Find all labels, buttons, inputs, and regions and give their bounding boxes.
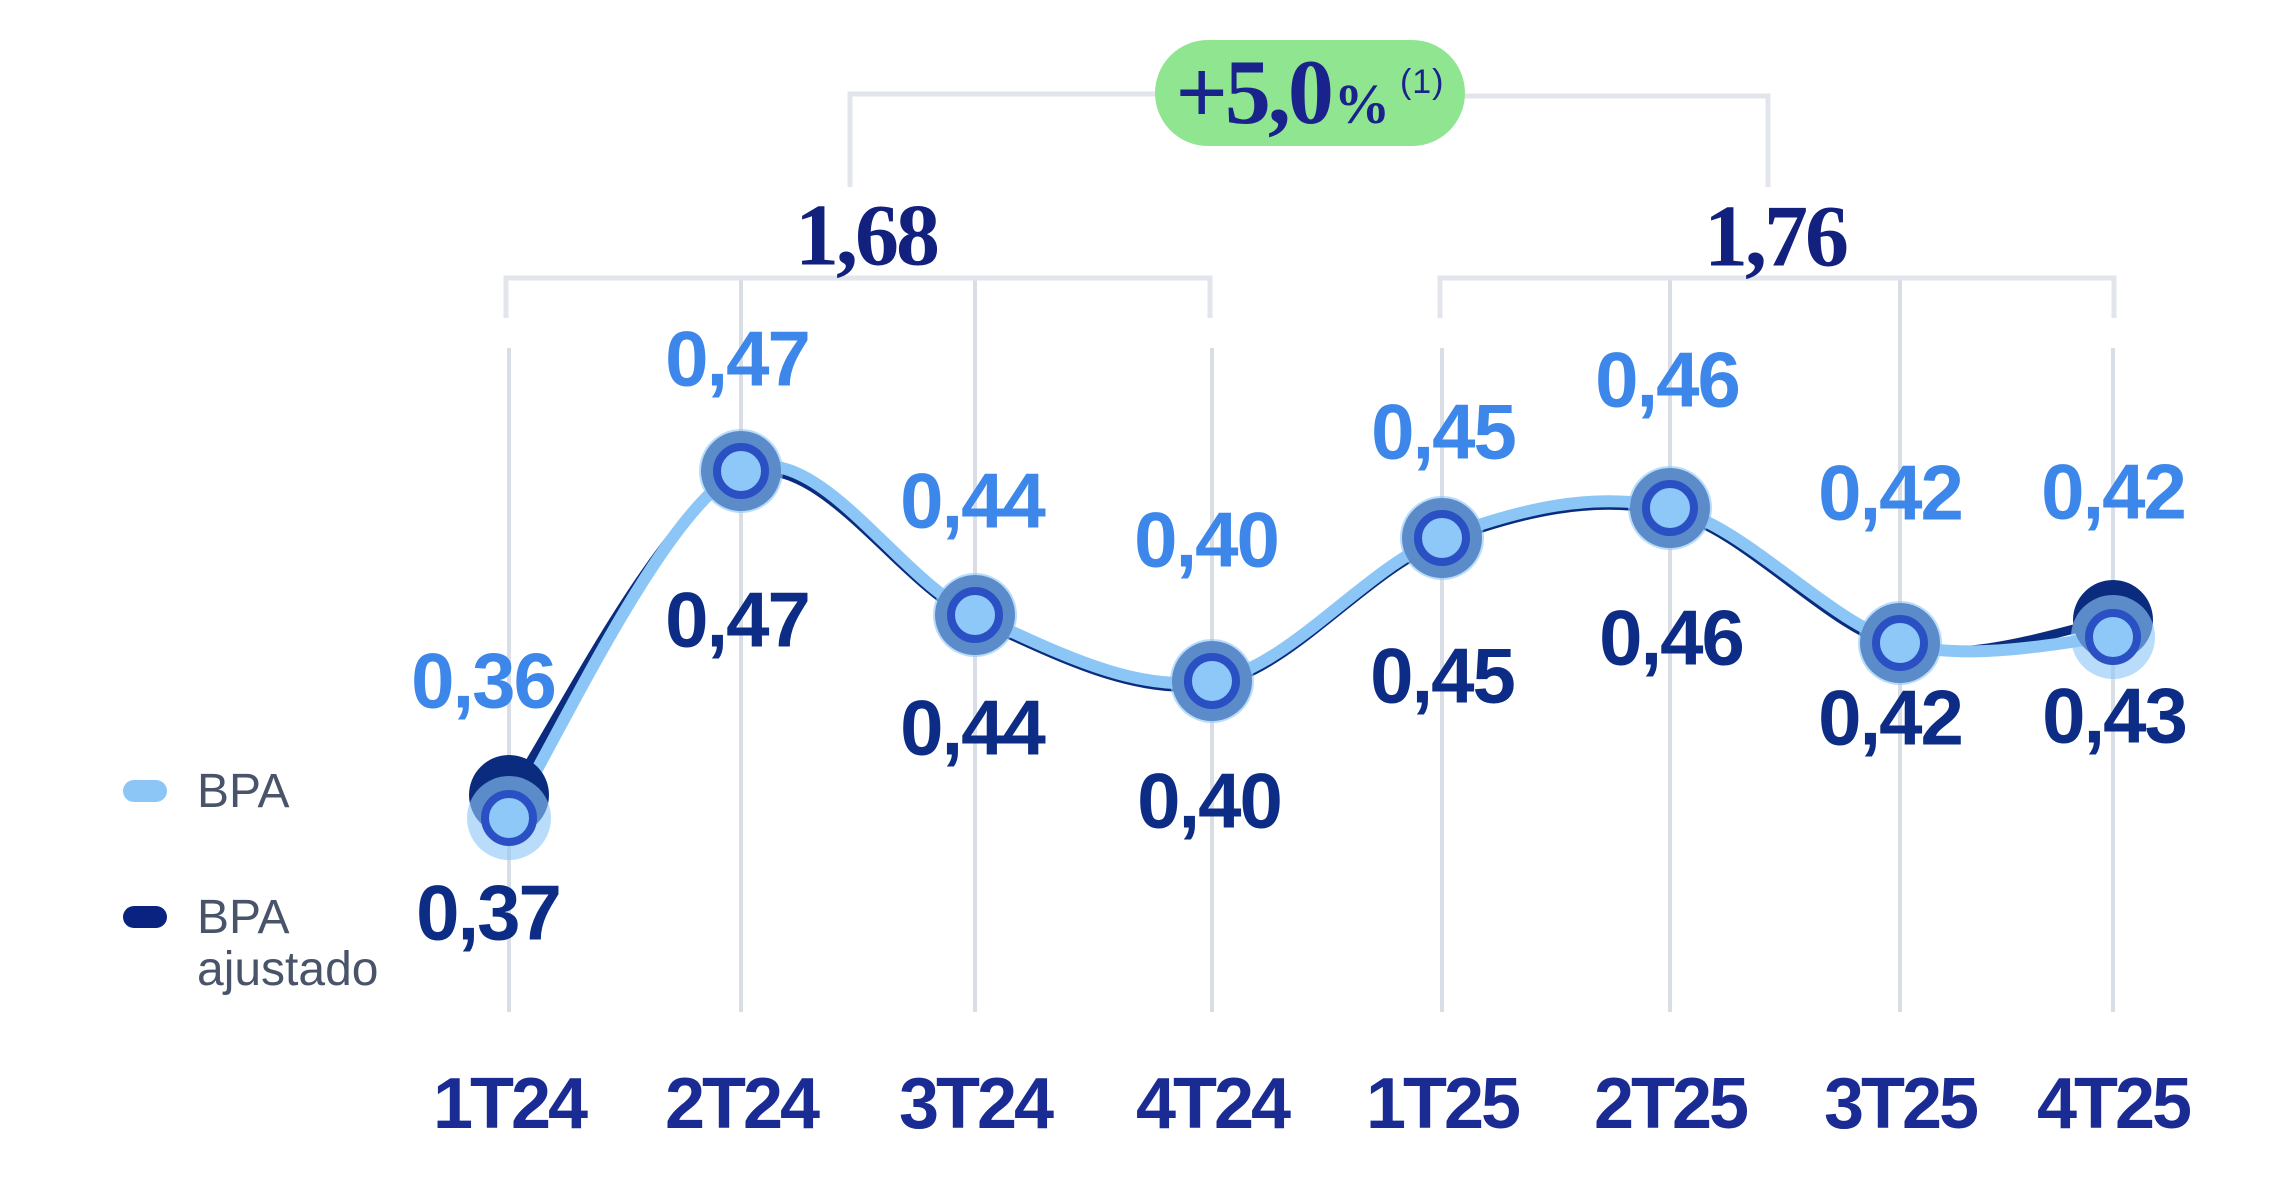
- legend-item-bpa: BPA: [123, 766, 423, 818]
- marker-core-bpa-4T24: [1184, 653, 1240, 709]
- marker-core-bpa-4T25: [2085, 609, 2141, 665]
- value-label-bpa-ajustado-4T25: 0,43: [2042, 671, 2188, 760]
- x-axis-label-2T25: 2T25: [1593, 1064, 1749, 1144]
- marker-core-bpa-2T24: [713, 443, 769, 499]
- marker-core-bpa-3T24: [947, 587, 1003, 643]
- value-label-bpa-ajustado-2T25: 0,46: [1599, 593, 1745, 682]
- bpa-swatch-icon: [123, 780, 167, 802]
- x-axis-label-3T24: 3T24: [898, 1064, 1054, 1144]
- value-label-bpa-ajustado-2T24: 0,47: [665, 575, 811, 664]
- legend-item-bpa-ajustado: BPA ajustado: [123, 892, 423, 996]
- value-label-bpa-2T25: 0,46: [1595, 335, 1741, 424]
- legend-item-label: BPA: [197, 765, 290, 818]
- year-bracket-2025: [1437, 275, 2117, 318]
- value-label-bpa-2T24: 0,47: [665, 314, 811, 403]
- marker-core-bpa-1T25: [1414, 510, 1470, 566]
- x-axis-label-3T25: 3T25: [1823, 1064, 1979, 1144]
- value-label-bpa-1T25: 0,45: [1371, 387, 1517, 476]
- value-label-bpa-1T24: 0,36: [411, 636, 557, 725]
- badge-connector-left: [847, 91, 1157, 187]
- yoy-growth-badge: +5,0%(1): [1155, 40, 1465, 146]
- badge-connector-right: [1463, 93, 1771, 187]
- footnote-marker: (1): [1399, 63, 1445, 101]
- value-label-bpa-4T25: 0,42: [2041, 447, 2187, 536]
- year-bracket-2024: [503, 275, 1213, 318]
- value-label-bpa-4T24: 0,40: [1134, 495, 1280, 584]
- legend: BPA BPA ajustado: [123, 766, 423, 1070]
- bpa-ajustado-swatch-icon: [123, 906, 167, 928]
- value-label-bpa-ajustado-1T24: 0,37: [416, 868, 562, 957]
- value-label-bpa-ajustado-4T24: 0,40: [1137, 756, 1283, 845]
- value-label-bpa-3T24: 0,44: [900, 456, 1046, 545]
- percent-sign: %: [1333, 74, 1390, 136]
- value-label-bpa-ajustado-1T25: 0,45: [1370, 631, 1516, 720]
- value-label-bpa-ajustado-3T25: 0,42: [1818, 673, 1964, 762]
- legend-item-label: BPA ajustado: [197, 891, 379, 996]
- x-axis-label-2T24: 2T24: [664, 1064, 820, 1144]
- marker-core-bpa-1T24: [481, 790, 537, 846]
- marker-core-bpa-3T25: [1872, 615, 1928, 671]
- x-axis-label-1T24: 1T24: [432, 1064, 588, 1144]
- yoy-growth-value: +5,0: [1175, 41, 1334, 143]
- annual-total-2025: 1,76: [1704, 188, 1849, 286]
- value-label-bpa-ajustado-3T24: 0,44: [900, 683, 1046, 772]
- value-label-bpa-3T25: 0,42: [1818, 448, 1964, 537]
- x-axis-label-4T25: 4T25: [2036, 1064, 2192, 1144]
- x-axis-label-4T24: 4T24: [1135, 1064, 1291, 1144]
- marker-core-bpa-2T25: [1642, 480, 1698, 536]
- x-axis-label-1T25: 1T25: [1365, 1064, 1521, 1144]
- annual-total-2024: 1,68: [795, 187, 940, 285]
